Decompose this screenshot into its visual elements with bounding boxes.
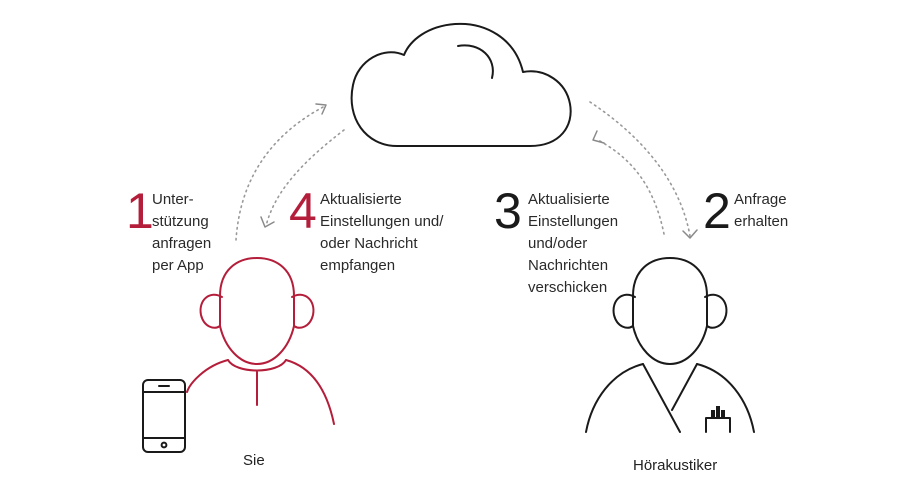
step-text: Aktualisierte Einstellungen und/ oder Na…	[320, 189, 443, 277]
step-number: 3	[494, 183, 522, 239]
step-line: Unter-	[152, 191, 194, 208]
step-line: oder Nachricht	[320, 235, 418, 252]
step-line: erhalten	[734, 213, 789, 230]
role-label-user: Sie	[243, 452, 265, 469]
step-number: 1	[126, 183, 154, 239]
step-line: Nachrichten	[528, 257, 609, 274]
pen-pocket-icon	[711, 406, 725, 418]
step-number: 4	[289, 183, 317, 239]
step-text: Aktualisierte Einstellungen und/oder Nac…	[528, 189, 618, 299]
arrowheads	[260, 103, 698, 239]
step-line: empfangen	[320, 257, 396, 274]
step-line: und/oder	[528, 235, 588, 252]
step-line: anfragen	[152, 235, 212, 252]
smartphone-icon	[142, 379, 186, 453]
step-line: Anfrage	[734, 191, 787, 208]
step-line: Aktualisierte	[320, 191, 402, 208]
user-person-icon	[186, 257, 335, 425]
step-text: Unter- stützung anfragen per App	[152, 189, 211, 277]
step-line: per App	[152, 257, 204, 274]
dotted-arrow-icon	[235, 101, 691, 241]
step-line: Einstellungen und/	[320, 213, 444, 230]
step-text: Anfrage erhalten	[734, 189, 788, 233]
step-line: Aktualisierte	[528, 191, 610, 208]
cloud-icon	[350, 22, 572, 147]
step-line: verschicken	[528, 279, 608, 296]
role-label-professional: Hörakustiker	[633, 457, 718, 474]
step-line: stützung	[152, 213, 209, 230]
step-line: Einstellungen	[528, 213, 619, 230]
step-number: 2	[703, 183, 731, 239]
